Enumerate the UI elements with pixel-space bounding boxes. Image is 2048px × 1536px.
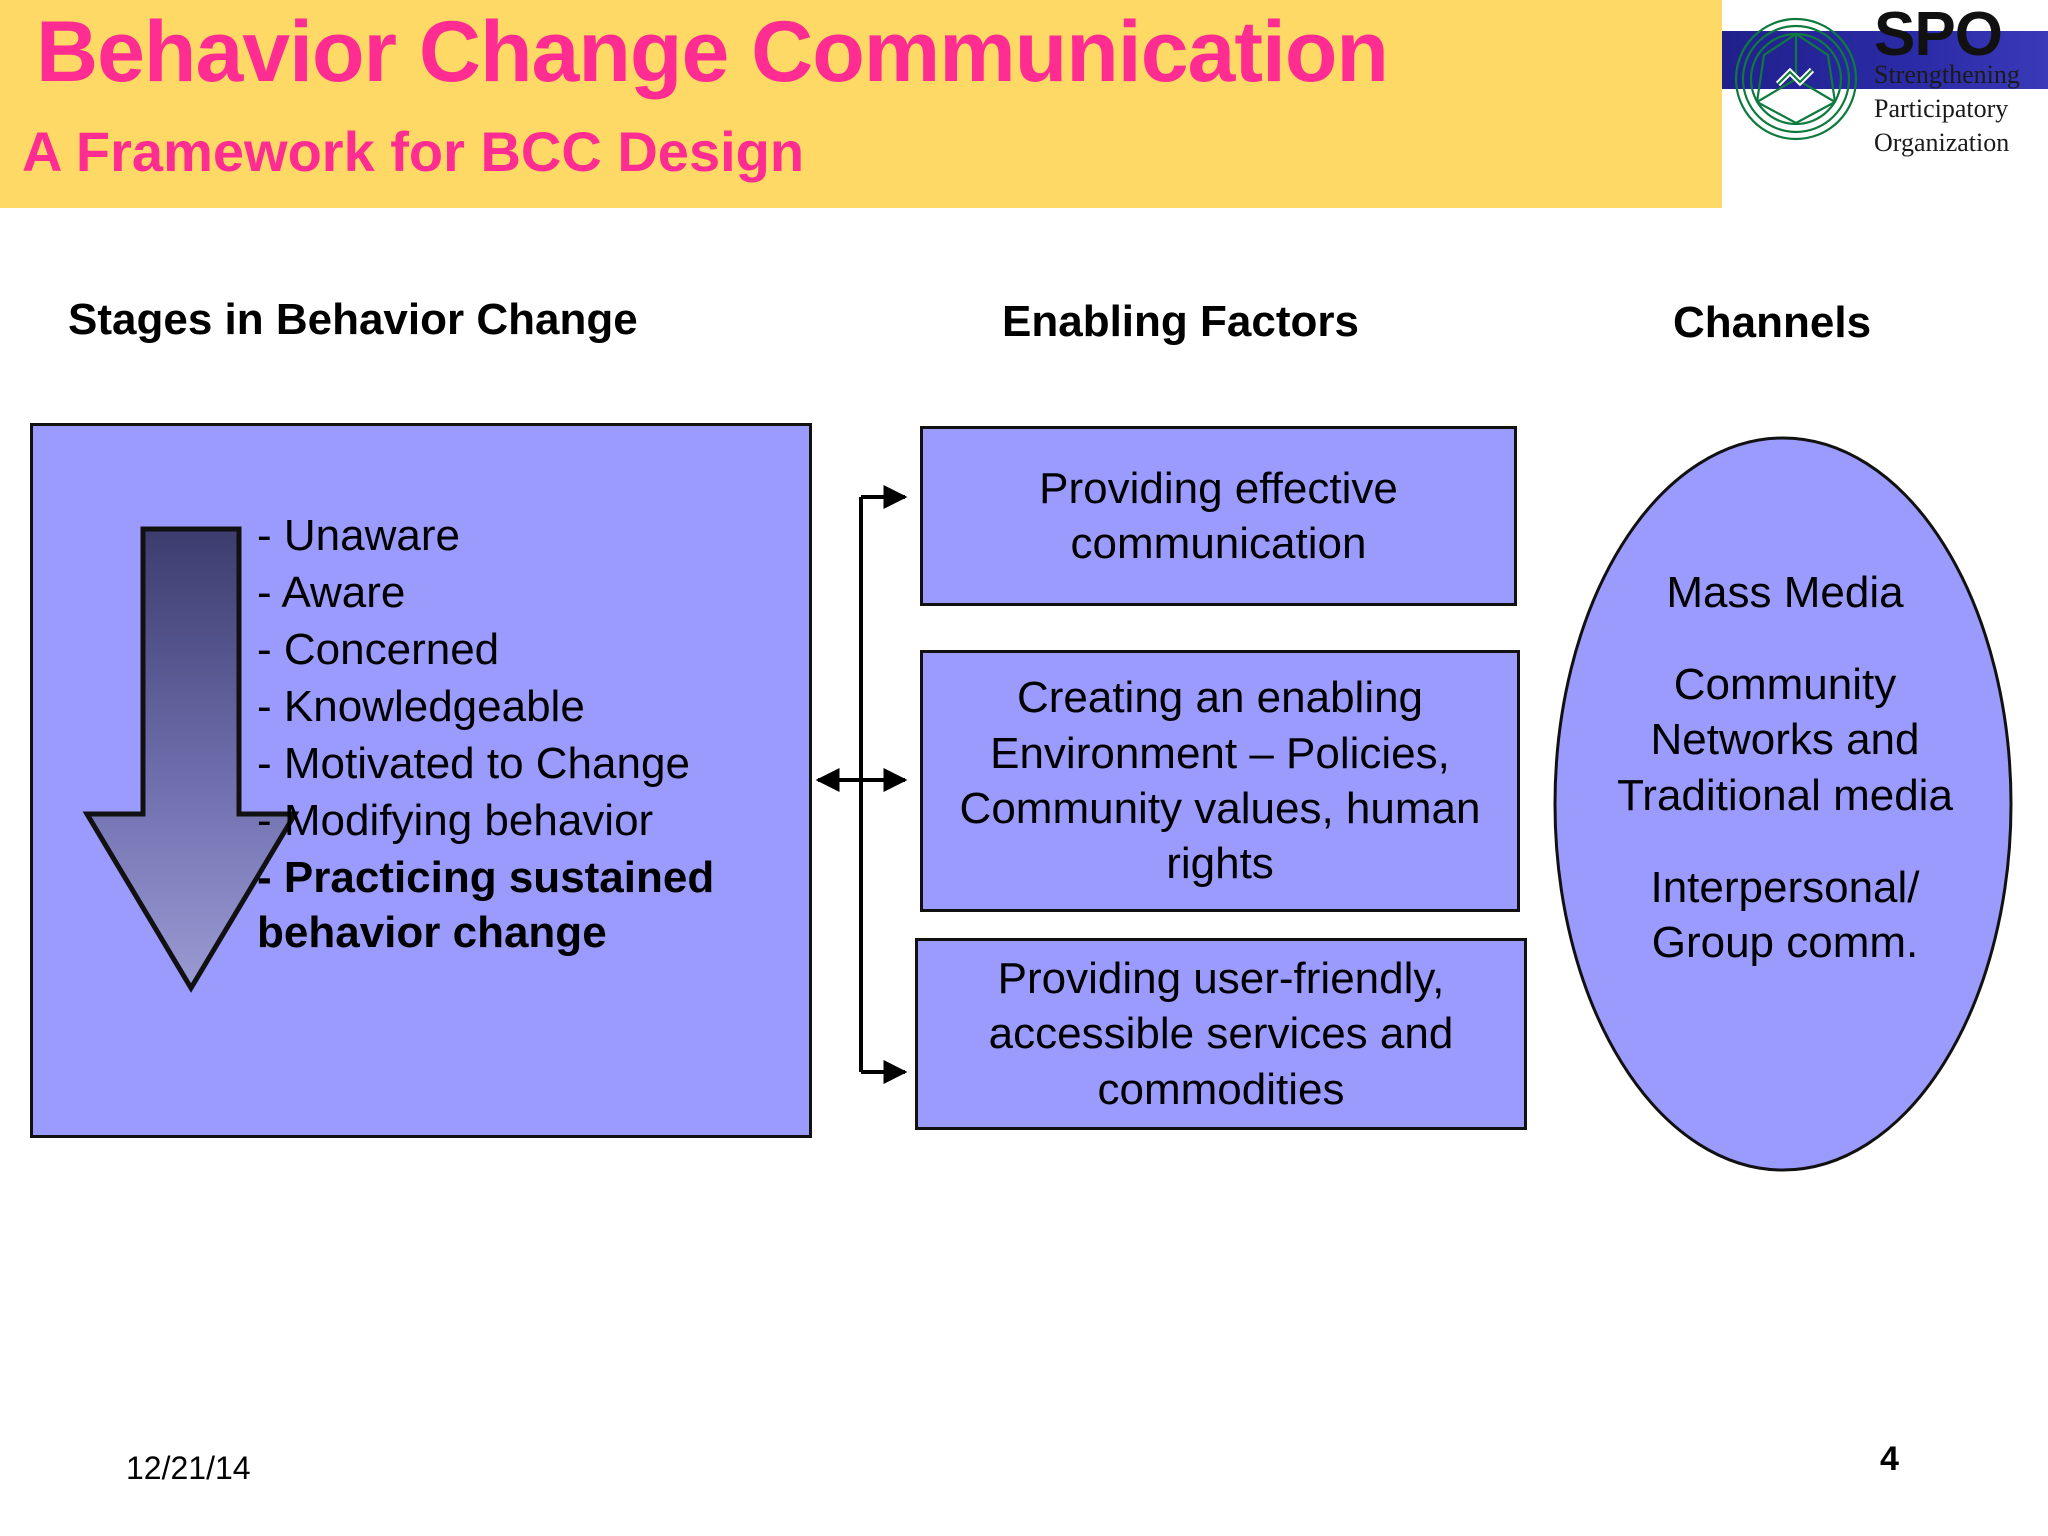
logo-acronym: SPO — [1874, 0, 2003, 69]
stage-item: - Aware — [257, 567, 406, 617]
logo-tagline-line-1: Strengthening — [1874, 60, 2020, 89]
channel-group-interpersonal-line-1: Interpersonal/ — [1650, 862, 1920, 912]
enabling-factor-box: Creating an enabling Environment – Polic… — [920, 650, 1520, 912]
down-arrow-icon — [82, 526, 300, 993]
channel-spacer — [1570, 621, 2000, 657]
enabling-factor-box: Providing effective communication — [920, 426, 1517, 606]
logo-tagline-line-3: Organization — [1874, 128, 2010, 157]
stage-item: - Modifying behavior — [257, 795, 654, 845]
spo-logo: SPO Strengthening Participatory Organiza… — [1722, 0, 2048, 186]
enabling-factor-box: Providing user-friendly, accessible serv… — [915, 938, 1527, 1130]
channels-ellipse — [1553, 436, 2013, 1172]
stage-item: - Knowledgeable — [257, 681, 585, 731]
logo-circles-icon — [1734, 17, 1858, 141]
channel-group-community-line-2: Networks and — [1650, 715, 1920, 765]
header-banner — [0, 0, 1722, 208]
stage-item: - Practicing sustained behavior change — [257, 852, 715, 958]
page-subtitle: A Framework for BCC Design — [22, 120, 805, 183]
channel-group-community-line-3: Traditional media — [1617, 770, 1953, 820]
stage-item: - Concerned — [257, 624, 500, 674]
stage-item: - Motivated to Change — [257, 738, 690, 788]
channels-text: Mass Media Community Networks and Tradit… — [1570, 565, 2000, 971]
footer-page-number: 4 — [1880, 1440, 1899, 1478]
column-heading-enabling-factors: Enabling Factors — [1002, 297, 1359, 346]
logo-tagline-line-2: Participatory — [1874, 94, 2009, 123]
channel-spacer — [1570, 824, 2000, 860]
stages-panel: - Unaware - Aware - Concerned - Knowledg… — [30, 423, 812, 1138]
footer-date: 12/21/14 — [126, 1450, 251, 1486]
channel-group-community-line-1: Community — [1673, 659, 1897, 709]
stage-item: - Unaware — [257, 511, 460, 560]
stages-list: - Unaware - Aware - Concerned - Knowledg… — [257, 508, 803, 961]
logo-blue-band — [1722, 31, 2048, 89]
column-heading-stages: Stages in Behavior Change — [68, 295, 638, 344]
page-title: Behavior Change Communication — [36, 4, 1389, 100]
channel-group-mass-media: Mass Media — [1666, 568, 1904, 617]
column-heading-channels: Channels — [1673, 298, 1872, 347]
channel-group-interpersonal-line-2: Group comm. — [1651, 918, 1919, 968]
